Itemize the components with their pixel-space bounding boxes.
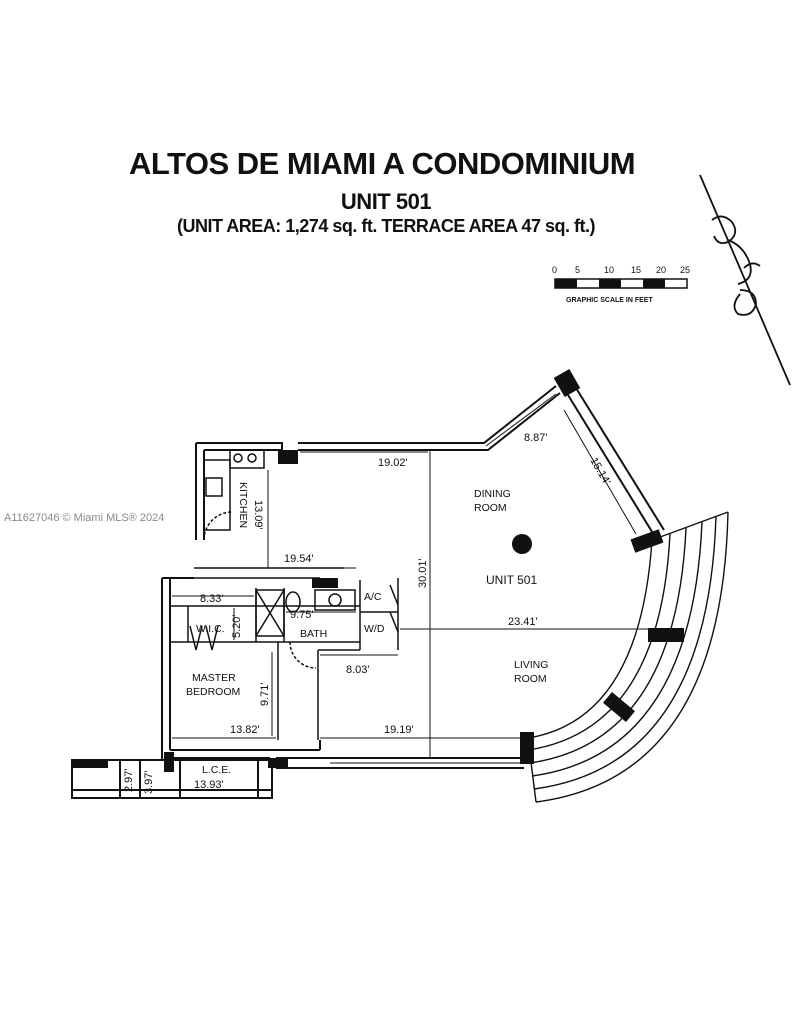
room-label-master: MASTER bbox=[192, 672, 236, 684]
columns bbox=[72, 368, 684, 772]
room-label-wic: W.I.C. bbox=[196, 623, 225, 635]
dimension-label: 19.54' bbox=[284, 553, 314, 565]
dimension-label: 13.09' bbox=[252, 500, 264, 530]
dimension-label: 23.41' bbox=[508, 616, 538, 628]
dimension-label: 19.02' bbox=[378, 457, 408, 469]
room-label-dining-room: ROOM bbox=[474, 502, 507, 514]
column-dot bbox=[512, 534, 532, 554]
graphic-scale: 0 5 10 15 20 25 GRAPHIC SCALE IN FEET bbox=[552, 265, 690, 304]
dimension-label: 19.19' bbox=[384, 724, 414, 736]
room-label-bedroom: BEDROOM bbox=[186, 686, 240, 698]
dimension-label: 30.01' bbox=[417, 558, 429, 588]
scale-tick: 0 bbox=[552, 265, 557, 275]
dimension-label: 8.03' bbox=[346, 664, 370, 676]
dimension-label: 13.93' bbox=[194, 779, 224, 791]
scale-tick: 5 bbox=[575, 265, 580, 275]
scale-caption: GRAPHIC SCALE IN FEET bbox=[566, 297, 653, 304]
room-label-living: LIVING bbox=[514, 659, 548, 671]
room-label-bath: BATH bbox=[300, 628, 327, 640]
dimension-label: 13.82' bbox=[230, 724, 260, 736]
dimension-lines bbox=[172, 393, 655, 755]
room-label-kitchen: KITCHEN bbox=[237, 482, 249, 528]
dimension-label: 2.97' bbox=[123, 768, 135, 792]
room-label-ac: A/C bbox=[364, 591, 382, 603]
north-arrow-icon bbox=[699, 174, 791, 386]
dimension-label: 8.33' bbox=[200, 593, 224, 605]
room-label-living-room: ROOM bbox=[514, 673, 547, 685]
room-label-dining: DINING bbox=[474, 488, 511, 500]
dimension-label: 3.97' bbox=[143, 770, 155, 794]
scale-tick: 15 bbox=[631, 265, 641, 275]
dimension-label: 5.20' bbox=[231, 614, 243, 638]
scale-tick: 25 bbox=[680, 265, 690, 275]
area-subtitle: (UNIT AREA: 1,274 sq. ft. TERRACE AREA 4… bbox=[176, 216, 596, 236]
terrace bbox=[527, 511, 729, 803]
dimension-label: 8.87' bbox=[524, 432, 548, 444]
dimension-label: 9.71' bbox=[259, 682, 271, 706]
scale-tick: 10 bbox=[604, 265, 614, 275]
plan-title: ALTOS DE MIAMI A CONDOMINIUM bbox=[128, 146, 636, 181]
mls-watermark: A11627046 © Miami MLS® 2024 bbox=[4, 512, 165, 524]
room-label-wd: W/D bbox=[364, 623, 385, 635]
dimension-label: 9.75' bbox=[290, 609, 314, 621]
scale-tick: 20 bbox=[656, 265, 666, 275]
room-label-unit: UNIT 501 bbox=[486, 573, 537, 587]
unit-title: UNIT 501 bbox=[340, 189, 432, 214]
room-label-lce: L.C.E. bbox=[202, 764, 231, 776]
